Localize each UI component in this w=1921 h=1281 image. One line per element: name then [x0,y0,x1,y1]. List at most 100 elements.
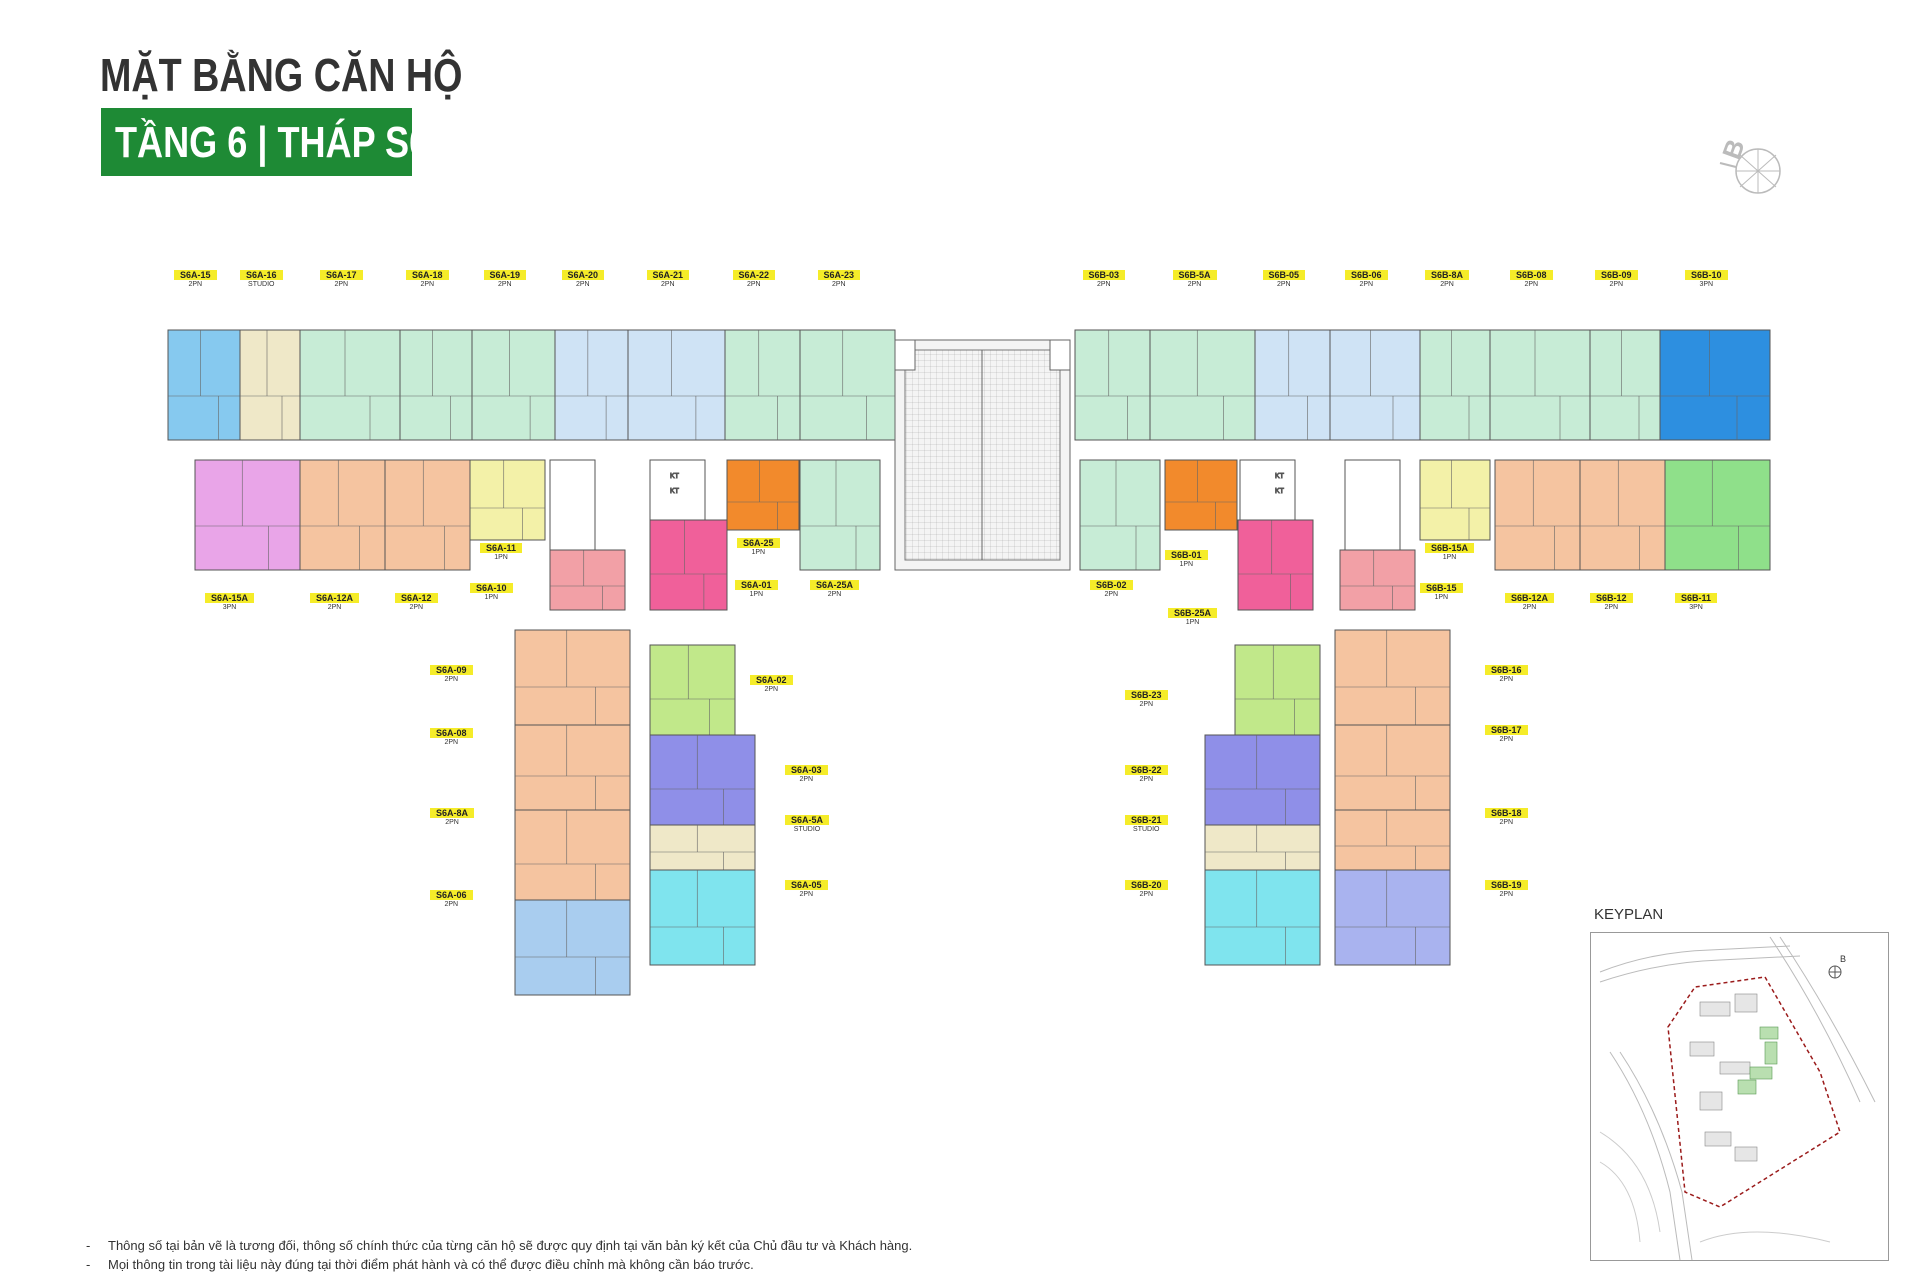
unit-type: 2PN [444,739,459,746]
unit-s6a-22 [724,329,801,441]
unit-type: 2PN [327,604,342,611]
unit-s6b-12a [1494,459,1581,571]
room-walls [800,330,895,440]
room-walls [1205,825,1320,870]
room-walls [515,630,630,725]
unit-s6b-06 [1329,329,1421,441]
room-walls [1420,330,1490,440]
unit-code: S6B-15 [1420,583,1463,593]
unit-type: 2PN [1524,281,1539,288]
unit-code: S6B-09 [1595,270,1638,280]
unit-s6a-02 [649,644,736,736]
unit-s6a-11 [469,459,546,541]
unit-s6a-06 [514,899,631,996]
note-2: Mọi thông tin trong tài liệu này đúng tạ… [86,1255,912,1274]
room-walls [1660,330,1770,440]
unit-type: 2PN [445,819,459,826]
unit-code: S6B-11 [1675,593,1718,603]
unit-s6b-5a [1149,329,1256,441]
unit-s6a-01 [649,519,728,611]
unit-code: S6A-12A [310,593,360,603]
unit-code: S6B-01 [1165,550,1208,560]
room-walls [1495,460,1580,570]
unit-s6a-08 [514,724,631,811]
unit-code: S6B-10 [1685,270,1728,280]
unit-s6b-20 [1204,869,1321,966]
room-walls [1075,330,1150,440]
unit-s6b-05 [1254,329,1331,441]
room-walls [1205,735,1320,825]
unit-code: S6B-17 [1485,725,1528,735]
unit-s6b-10 [1659,329,1771,441]
unit-type: 2PN [444,901,459,908]
unit-s6b-01 [1164,459,1238,531]
unit-type: 2PN [188,281,203,288]
room-walls [1490,330,1590,440]
unit-code: S6B-03 [1082,270,1126,280]
central-amenity [894,339,1071,571]
unit-code: S6B-5A [1172,270,1217,280]
unit-type: 1PN [749,591,764,598]
room-walls [300,460,385,570]
room-walls [650,870,755,965]
unit-s6b-11 [1664,459,1771,571]
room-walls [1335,725,1450,810]
unit-code: S6A-01 [735,580,778,590]
room-walls [650,735,755,825]
unit-code: S6B-15A [1425,543,1475,553]
unit-code: S6B-02 [1090,580,1133,590]
room-walls [1205,870,1320,965]
room-walls [1080,460,1160,570]
unit-type: 2PN [660,281,675,288]
unit-type: 2PN [1499,891,1514,898]
unit-type: 2PN [1499,676,1514,683]
unit-s6a-16 [239,329,301,441]
unit-s6b-23 [1234,644,1321,736]
unit-s6a-17 [299,329,401,441]
unit-type: 2PN [1139,891,1154,898]
unit-code: S6A-15A [205,593,255,603]
room-walls [1235,645,1320,735]
unit-s6b-25a [1237,519,1314,611]
unit-s6b-16 [1334,629,1451,726]
unit-code: S6A-25 [737,538,780,548]
unit-code: S6B-22 [1125,765,1168,775]
unit-type: 2PN [1499,736,1514,743]
unit-code: S6A-8A [430,808,475,818]
kt-label: KT [1275,473,1285,480]
unit-code: S6A-08 [430,728,473,738]
unit-code: S6A-16 [240,270,283,280]
unit-s6a-8a [514,809,631,901]
room-walls [1580,460,1665,570]
unit-code: S6A-5A [785,815,830,825]
unit-code: S6A-18 [406,270,449,280]
unit-type: 2PN [1609,281,1624,288]
keyplan-title: KEYPLAN [1594,906,1664,923]
unit-s6b-18 [1334,809,1451,871]
unit-code: S6A-06 [430,890,473,900]
unit-code: S6B-23 [1125,690,1168,700]
room-walls [400,330,472,440]
room-walls [1590,330,1660,440]
unit-s6b-12 [1579,459,1666,571]
unit-type: 1PN [1442,554,1457,561]
circulation-core [649,459,706,521]
